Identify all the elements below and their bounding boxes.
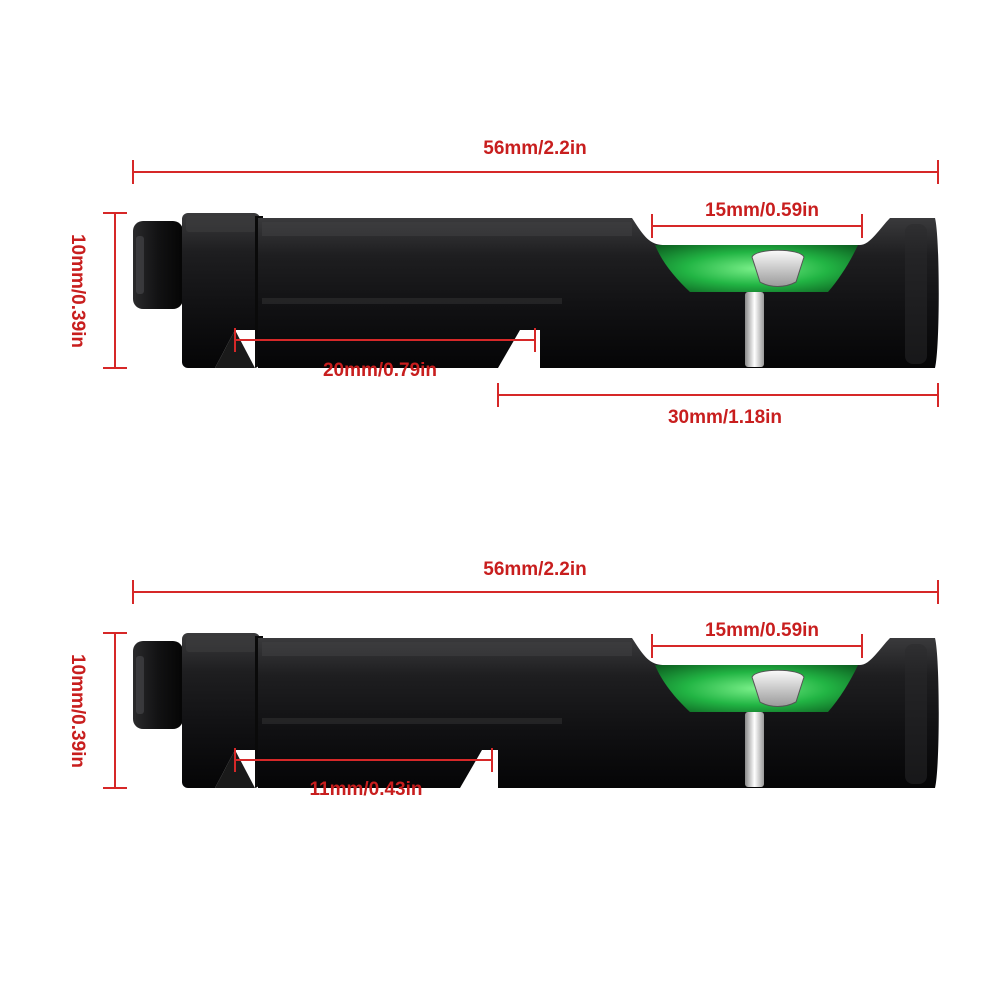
level-1: 56mm/2.2in 10mm/0.39in 15mm/0.59in 20mm/… xyxy=(67,138,940,428)
dim-vial-length-line-1 xyxy=(651,214,863,238)
dim-total-length-label-2: 56mm/2.2in xyxy=(483,559,587,580)
dim-height-line-1 xyxy=(103,212,127,369)
dim-vial-length-line-2 xyxy=(651,634,863,658)
dim-total-length-line-1 xyxy=(132,160,939,184)
dim-total-length-label-1: 56mm/2.2in xyxy=(483,138,587,159)
dim-clamp-gap-label-1: 20mm/0.79in xyxy=(323,360,437,381)
dim-height-line-2 xyxy=(103,632,127,789)
dim-flat-length-line-1 xyxy=(497,383,939,407)
dim-vial-length-label-2: 15mm/0.59in xyxy=(705,620,819,641)
dim-clamp-gap-line-2 xyxy=(234,748,493,772)
dim-vial-length-label-1: 15mm/0.59in xyxy=(705,200,819,221)
level-2-product-photo xyxy=(132,632,940,789)
dim-height-label-2: 10mm/0.39in xyxy=(67,654,88,768)
dim-height-label-1: 10mm/0.39in xyxy=(67,234,88,348)
level-2: 56mm/2.2in 10mm/0.39in 15mm/0.59in 11mm/… xyxy=(67,559,940,800)
dim-flat-length-label-1: 30mm/1.18in xyxy=(668,407,782,428)
dim-clamp-gap-line-1 xyxy=(234,328,536,352)
dim-total-length-line-2 xyxy=(132,580,939,604)
dim-clamp-gap-label-2: 11mm/0.43in xyxy=(309,779,422,800)
